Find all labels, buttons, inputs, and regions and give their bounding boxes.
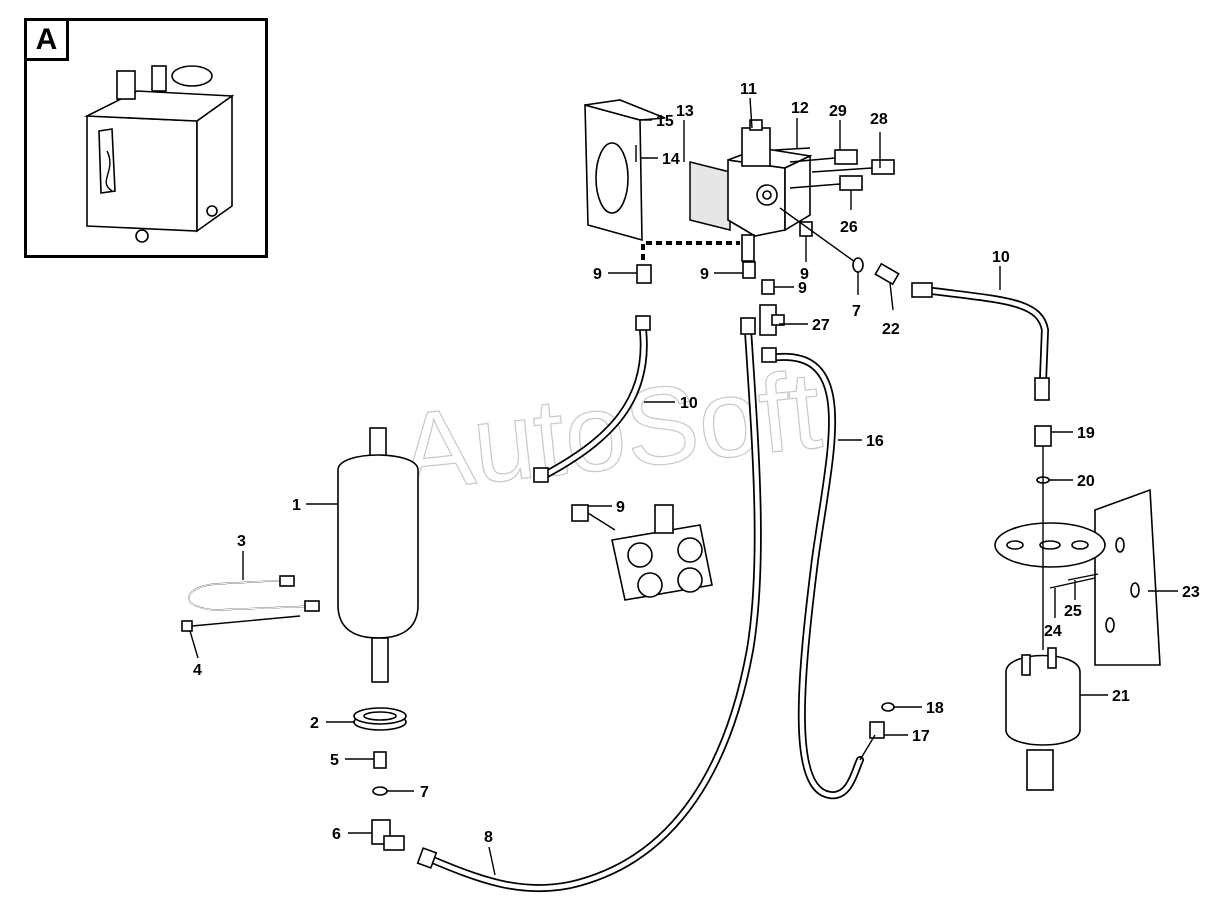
callout-23: 23 xyxy=(1182,584,1200,601)
callout-2: 2 xyxy=(310,715,319,732)
callout-9-b: 9 xyxy=(700,266,709,283)
connector-line xyxy=(779,207,856,263)
bolt-12 xyxy=(774,147,811,151)
gasket-plate-13 xyxy=(689,161,731,231)
callout-29: 29 xyxy=(829,103,847,120)
callout-27: 27 xyxy=(812,317,830,334)
callout-18: 18 xyxy=(926,700,944,717)
clamp-3 xyxy=(188,575,320,612)
callout-labels: 1 2 3 4 5 6 7 7 8 9 9 9 9 9 10 10 11 12 … xyxy=(193,81,1200,846)
hydraulic-pump xyxy=(587,504,713,601)
hose-10-right xyxy=(921,286,1050,401)
callout-7-upper: 7 xyxy=(852,303,861,320)
fittings-26-28-29 xyxy=(789,149,895,191)
inset-label: A xyxy=(27,21,69,61)
tee-fitting-27 xyxy=(759,304,785,336)
inset-view-a: A xyxy=(24,18,268,258)
callout-10-right: 10 xyxy=(992,249,1010,266)
callout-9-a: 9 xyxy=(593,266,602,283)
seal-ring-2 xyxy=(353,707,407,731)
accumulator xyxy=(337,427,419,683)
callout-5: 5 xyxy=(330,752,339,769)
callout-14: 14 xyxy=(662,151,680,168)
callout-15: 15 xyxy=(656,113,674,130)
callout-9-d: 9 xyxy=(798,280,807,297)
dashed-connection-line xyxy=(641,241,740,260)
callout-4: 4 xyxy=(193,662,202,679)
callout-6: 6 xyxy=(332,826,341,843)
callout-13: 13 xyxy=(676,103,694,120)
leader-lines xyxy=(189,97,1178,876)
hose-16 xyxy=(761,347,864,800)
o-ring-7-lower xyxy=(372,786,388,796)
callout-16: 16 xyxy=(866,433,884,450)
filter-21 xyxy=(1005,647,1081,791)
callout-10-left: 10 xyxy=(680,395,698,412)
bolt-4 xyxy=(181,615,301,632)
bolts-24-25 xyxy=(1049,573,1099,589)
callout-9-e: 9 xyxy=(616,499,625,516)
callout-22: 22 xyxy=(882,321,900,338)
callout-8: 8 xyxy=(484,829,493,846)
hose-8 xyxy=(416,317,762,893)
elbow-fitting-6 xyxy=(371,819,405,851)
fitting-17 xyxy=(869,721,885,739)
callout-20: 20 xyxy=(1077,473,1095,490)
hose-end xyxy=(911,282,933,298)
callout-28: 28 xyxy=(870,111,888,128)
adapter-5 xyxy=(373,751,387,769)
hose-16-end xyxy=(859,734,876,761)
o-ring-18 xyxy=(881,702,895,712)
callout-1: 1 xyxy=(292,497,301,514)
callout-21: 21 xyxy=(1112,688,1130,705)
callout-24: 24 xyxy=(1044,623,1062,640)
callout-25: 25 xyxy=(1064,603,1082,620)
callout-26: 26 xyxy=(840,219,858,236)
callout-12: 12 xyxy=(791,100,809,117)
adapter-22 xyxy=(874,262,900,286)
o-ring-7-upper xyxy=(852,257,864,273)
callout-7-lower: 7 xyxy=(420,784,429,801)
mounting-bracket-15 xyxy=(584,99,666,242)
filter-bracket-23 xyxy=(994,488,1161,666)
hose-10-left xyxy=(533,315,651,483)
callout-9-c: 9 xyxy=(800,266,809,283)
hydraulic-tank-illustration xyxy=(83,65,235,243)
callout-11: 11 xyxy=(740,81,757,98)
fitting-19 xyxy=(1034,425,1052,447)
callout-17: 17 xyxy=(912,728,930,745)
solenoid-11 xyxy=(741,119,771,167)
callout-19: 19 xyxy=(1077,425,1095,442)
callout-3: 3 xyxy=(237,533,246,550)
